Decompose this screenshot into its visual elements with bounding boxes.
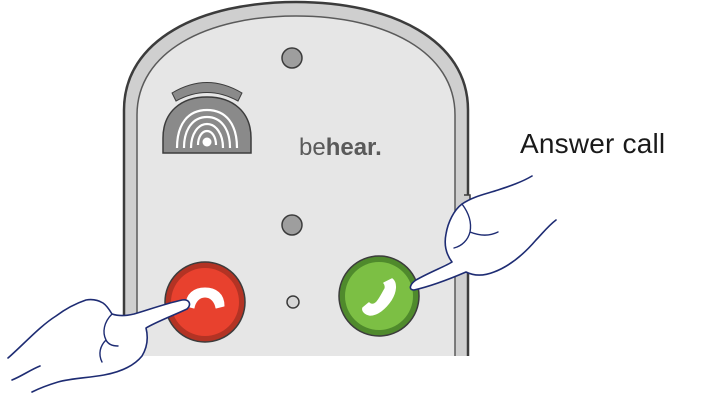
brand-suffix: hear.	[326, 134, 382, 161]
middle-indicator-light	[282, 215, 302, 235]
microphone-hole	[287, 296, 299, 308]
brand-prefix: be	[299, 134, 326, 161]
brand-logo: behear.	[299, 134, 382, 161]
top-indicator-light	[282, 48, 302, 68]
answer-button[interactable]	[339, 256, 419, 336]
answer-call-caption: Answer call	[520, 128, 665, 160]
